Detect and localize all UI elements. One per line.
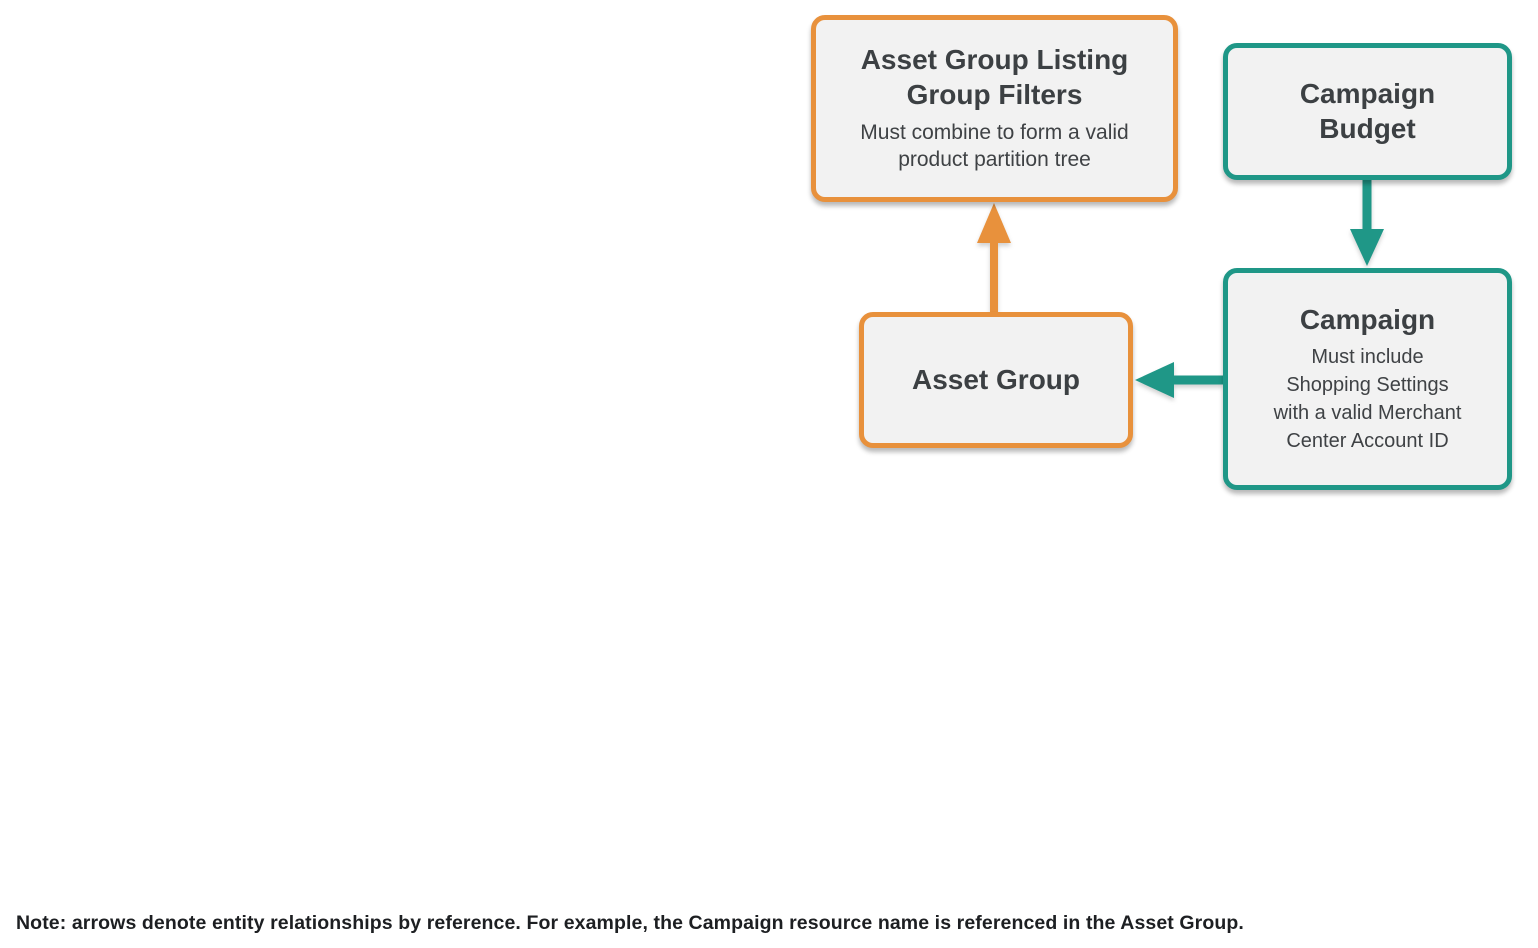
node-title: Campaign <box>1299 303 1436 335</box>
node-title: Campaign Budget <box>1299 78 1436 144</box>
node-asset-group: Asset Group <box>859 312 1133 448</box>
note-text: Note: arrows denote entity relationships… <box>16 912 1244 934</box>
node-campaign: Campaign Must include Shopping Settings … <box>1223 268 1512 490</box>
node-asset-group-listing-group-filters: Asset Group Listing Group Filters Must c… <box>811 15 1178 202</box>
node-title: Asset Group <box>911 363 1081 395</box>
node-subtitle: Must include Shopping Settings with a va… <box>1273 346 1462 453</box>
edge-campaign-budget-to-campaign-arrow <box>1350 180 1384 266</box>
node-subtitle: Must combine to form a valid product par… <box>860 120 1129 171</box>
node-title: Asset Group Listing Group Filters <box>860 44 1129 110</box>
node-campaign-budget: Campaign Budget <box>1223 43 1512 180</box>
edge-asset-group-to-listing-filters-arrow <box>977 203 1011 312</box>
edge-campaign-to-asset-group-arrow <box>1135 362 1223 398</box>
